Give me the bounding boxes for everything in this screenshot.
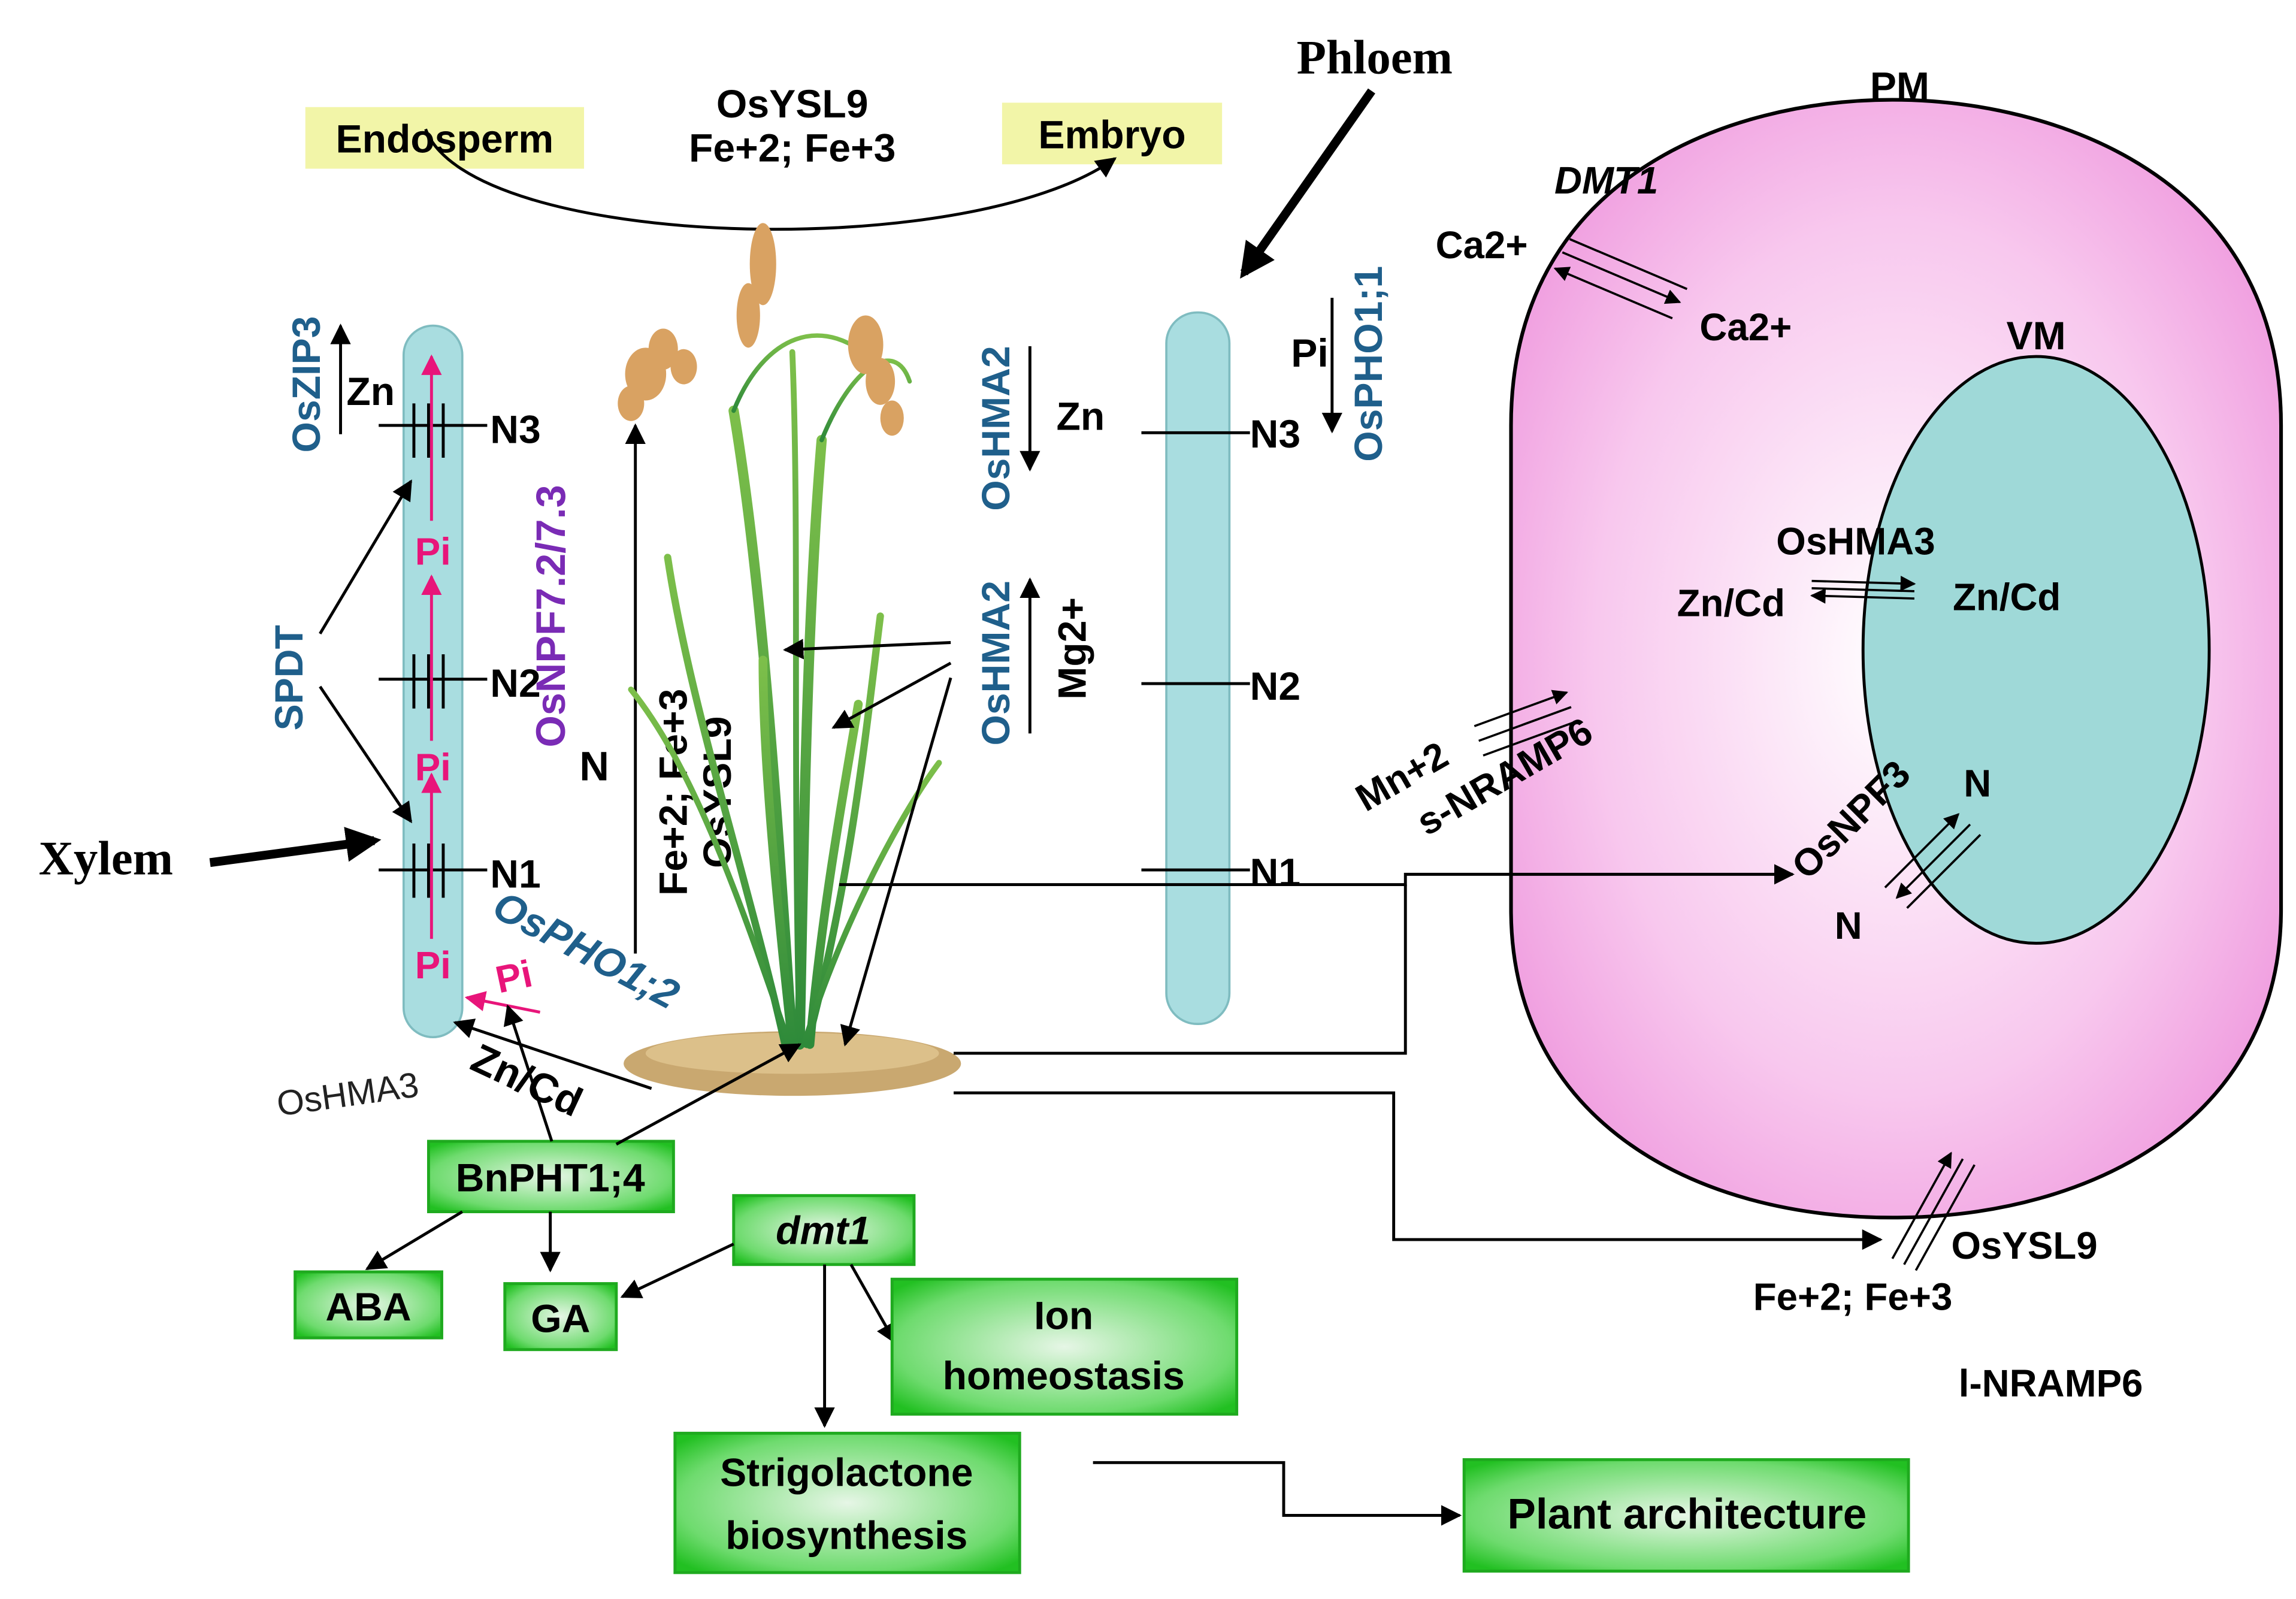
middle-fe-label: Fe+2; Fe+3 (651, 689, 695, 896)
n-cell-left-label: N (1835, 905, 1862, 947)
vm-label: VM (2007, 314, 2066, 358)
nramp6-transport-arrows (1474, 690, 1576, 757)
phloem-n1-label: N1 (1250, 851, 1301, 895)
roots-to-osysl9-connector (954, 1091, 1883, 1250)
osysl9-top-label: OsYSL9 (716, 82, 869, 126)
vacuole-membrane (1861, 355, 2211, 945)
oshma2-to-plant-arrow-2 (831, 661, 952, 729)
dmt1-box-label: dmt1 (776, 1208, 870, 1253)
ion-label-line1: Ion (1034, 1293, 1093, 1338)
bnpht-to-aba-arrow (365, 1210, 464, 1271)
dmt1-transport-arrows (1553, 238, 1688, 320)
pm-label: PM (1870, 65, 1929, 109)
xylem-pointer-arrow (209, 827, 382, 867)
oshma2-lower-label: OsHMA2 (974, 581, 1018, 746)
oshma3-transport-arrows (1810, 576, 1916, 604)
phloem-n2-label: N2 (1250, 664, 1301, 709)
ga-box: GA (503, 1282, 618, 1352)
oshma3-xylem-label: OsHMA3 (274, 1065, 421, 1124)
pi-flow-arrows (421, 354, 541, 1014)
phloem-mg-label: Mg2+ (1050, 597, 1094, 700)
roots-to-connector-line (954, 884, 1407, 1055)
endosperm-embryo-arrow (424, 128, 1117, 231)
ca-in-label: Ca2+ (1699, 306, 1792, 349)
embryo-box: Embryo (1002, 102, 1223, 165)
bnpht14-box: BnPHT1;4 (427, 1139, 675, 1214)
strigolactone-box: Strigolactone biosynthesis (673, 1431, 1021, 1574)
endosperm-box: Endosperm (305, 107, 585, 169)
plant-to-osnpf3-connector (839, 864, 1795, 886)
ca-out-label: Ca2+ (1436, 224, 1528, 267)
aba-label: ABA (325, 1285, 411, 1329)
dmt1-to-ion-arrow (849, 1264, 897, 1344)
strigolactone-to-architecture-arrow (1093, 1461, 1462, 1526)
oshma2-upper-label: OsHMA2 (974, 346, 1018, 511)
xylem-zn-label: Zn (346, 370, 395, 414)
oshma2-to-plant-arrow-1 (783, 639, 951, 660)
aba-box: ABA (294, 1270, 443, 1340)
bnpht14-label: BnPHT1;4 (456, 1156, 645, 1200)
pi-label-4: Pi (492, 952, 536, 1001)
plant-architecture-label: Plant architecture (1507, 1491, 1867, 1538)
plant-architecture-box: Plant architecture (1462, 1458, 1910, 1573)
zncd-xylem-label: Zn/Cd (464, 1035, 589, 1126)
ga-label: GA (531, 1296, 590, 1341)
osysl9-cell-label: OsYSL9 (1951, 1225, 2097, 1267)
fe-cell-label: Fe+2; Fe+3 (1753, 1276, 1953, 1319)
bnpht-to-pi-arrow (503, 1004, 553, 1142)
ion-homeostasis-box: Ion homeostasis (890, 1277, 1239, 1416)
xylem-label: Xylem (39, 832, 173, 885)
phloem-tube (1165, 311, 1231, 1025)
dmt1-to-ga-arrow (620, 1243, 734, 1298)
strigolactone-label-line1: Strigolactone (720, 1450, 973, 1495)
middle-n-label: N (579, 743, 609, 790)
phloem-label: Phloem (1297, 31, 1453, 84)
spdt-arrow-down (319, 685, 413, 824)
dmt1-label: DMT1 (1554, 159, 1658, 202)
pi-label-2: Pi (415, 746, 451, 789)
lnramp6-label: l-NRAMP6 (1959, 1362, 2143, 1405)
pi-label-3: Pi (415, 944, 451, 987)
phloem-zn-label: Zn (1056, 394, 1105, 439)
zncd-to-xylem-arrow (453, 1018, 652, 1090)
xylem-n3-label: N3 (490, 407, 541, 452)
spdt-arrow-up (319, 479, 413, 635)
phloem-n3-label: N3 (1250, 412, 1301, 457)
osnpf72-label: OsNPF7.2/7.3 (528, 485, 574, 747)
xylem-n2-label: N2 (490, 661, 541, 706)
xylem-n1-label: N1 (490, 852, 541, 896)
rice-plant-illustration (618, 223, 961, 1096)
oshma2-to-roots-arrow (840, 677, 952, 1047)
osysl9-cell-transport-arrows (1891, 1151, 1976, 1271)
spdt-label: SPDT (267, 625, 311, 730)
oszip3-label: OsZIP3 (285, 316, 329, 453)
oshma3-cell-label: OsHMA3 (1776, 521, 1935, 563)
phloem-pi-label: Pi (1291, 331, 1328, 376)
strigolactone-label-line2: biosynthesis (725, 1514, 967, 1558)
pi-label-1: Pi (415, 531, 451, 573)
bnpht-to-roots-arrow (615, 1043, 801, 1146)
phloem-pointer-arrow (1240, 88, 1375, 279)
ospho11-label: OsPHO1;1 (1347, 266, 1391, 462)
zncd-cell-right-label: Zn/Cd (1953, 576, 2061, 619)
fe-top-label: Fe+2; Fe+3 (689, 126, 896, 170)
osnpf3-transport-arrows (1884, 813, 1982, 909)
zncd-cell-left-label: Zn/Cd (1677, 582, 1785, 624)
phloem-nodes (1141, 431, 1250, 872)
ion-label-line2: homeostasis (943, 1354, 1185, 1398)
embryo-label: Embryo (1038, 113, 1185, 157)
dmt1-box: dmt1 (732, 1194, 916, 1266)
n-cell-right-label: N (1964, 763, 1991, 805)
